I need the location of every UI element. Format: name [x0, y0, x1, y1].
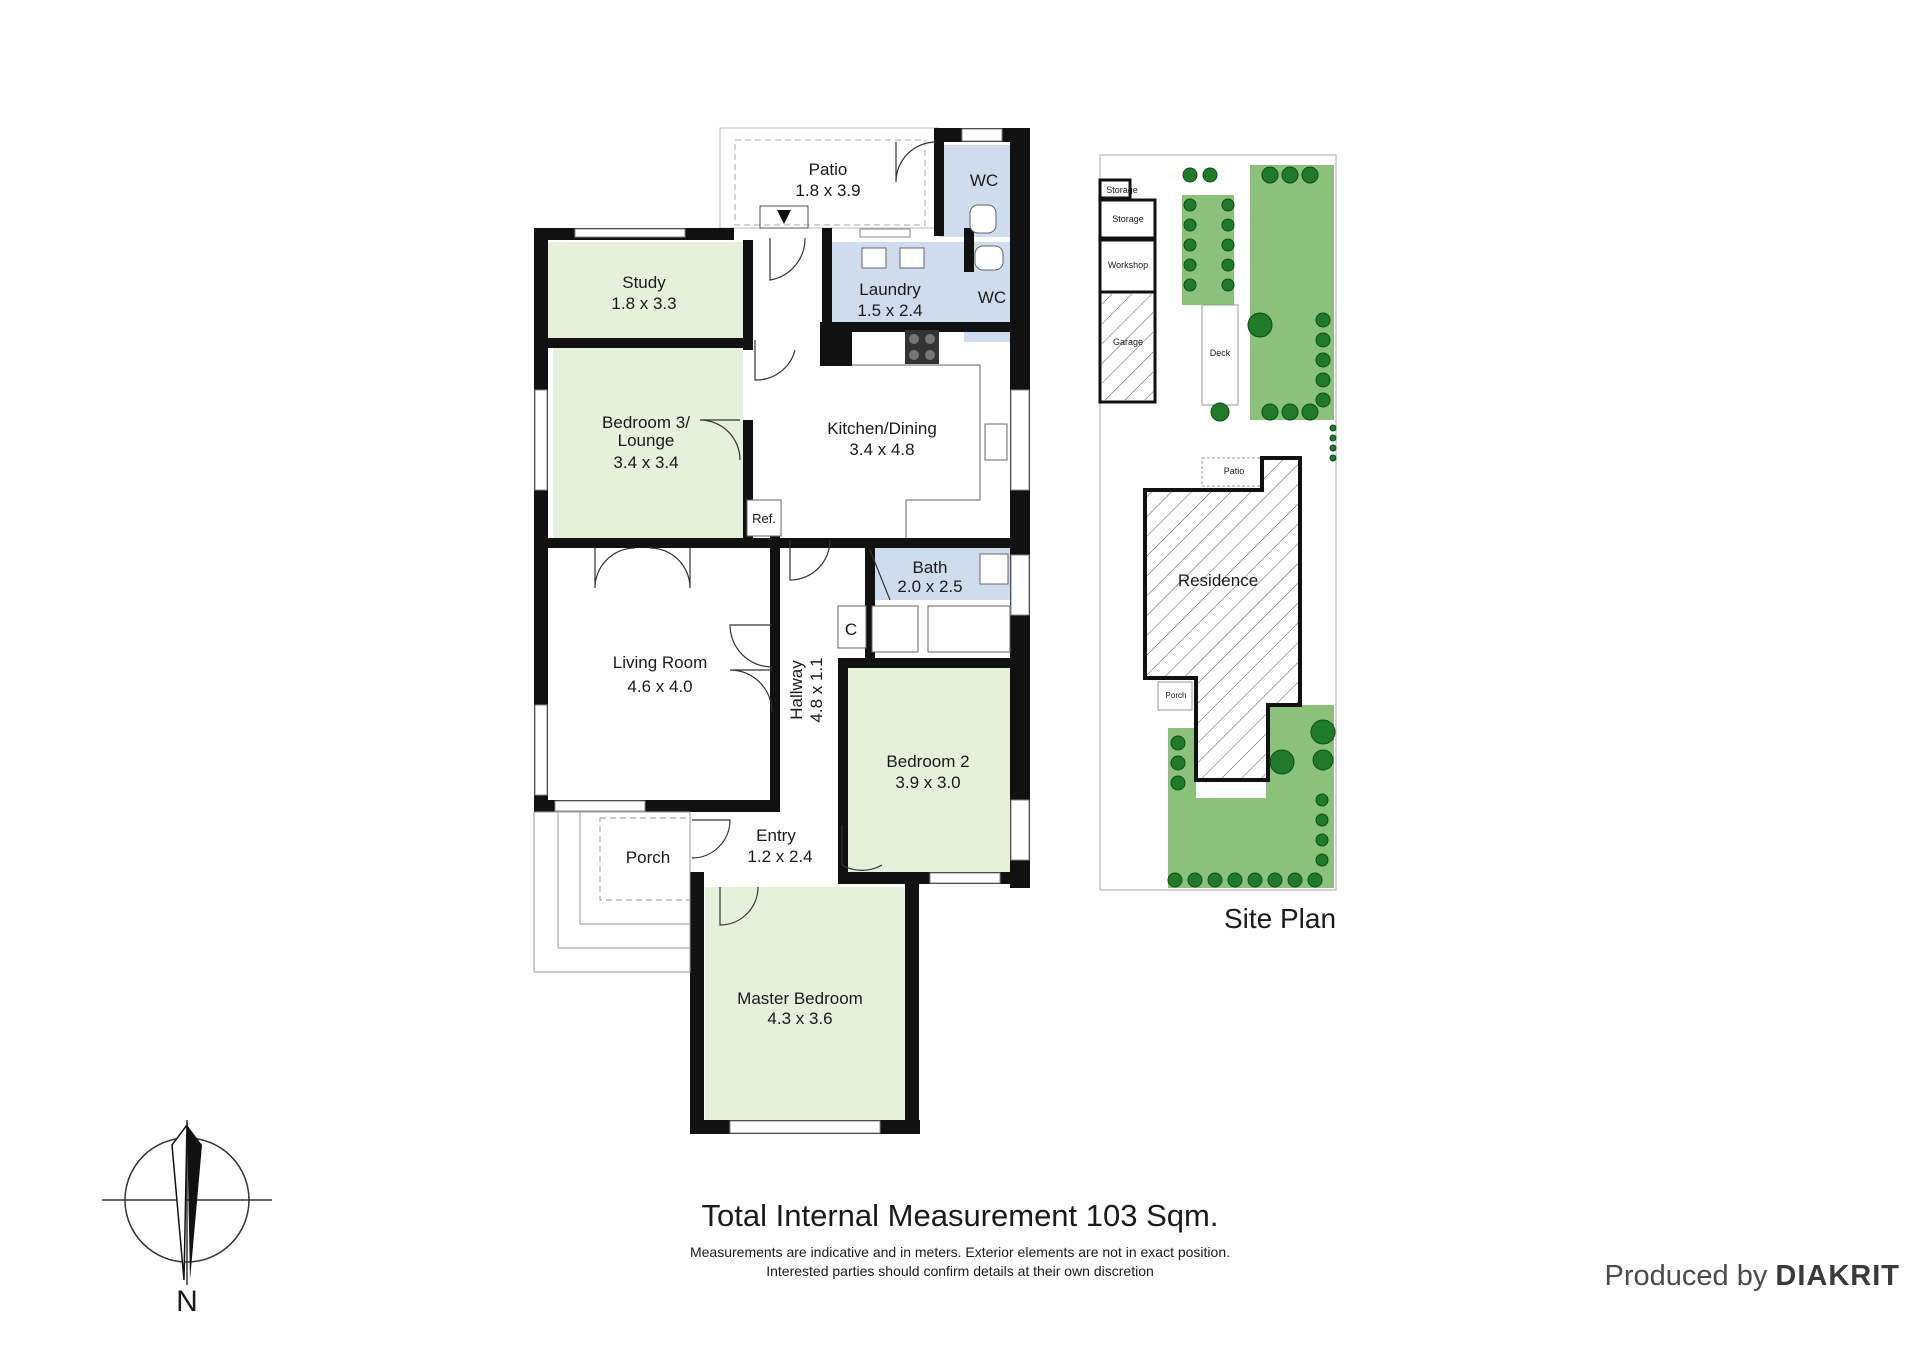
study-size: 1.8 x 3.3: [611, 294, 676, 313]
cupboard-label: C: [845, 620, 857, 639]
patio-size: 1.8 x 3.9: [795, 181, 860, 200]
site-garage-label: Garage: [1113, 337, 1143, 347]
wc2-toilet: [974, 245, 1004, 271]
site-workshop-label: Workshop: [1108, 260, 1148, 270]
bathtub: [927, 605, 1011, 653]
bath-size: 2.0 x 2.5: [897, 577, 962, 596]
laundry-sink-right: [899, 247, 925, 269]
patio-label: Patio: [809, 160, 848, 179]
kitchen-label: Kitchen/Dining: [827, 419, 937, 438]
living-size: 4.6 x 4.0: [627, 677, 692, 696]
cooktop-burners: [909, 334, 935, 360]
bedroom2-label: Bedroom 2: [886, 752, 969, 771]
porch-steps: [533, 811, 691, 973]
total-measurement-title: Total Internal Measurement 103 Sqm.: [701, 1198, 1219, 1233]
patio-step: [759, 205, 809, 229]
patio-dashed-outline: [734, 139, 926, 226]
hallway-size: 4.8 x 1.1: [807, 657, 826, 722]
master-size: 4.3 x 3.6: [767, 1009, 832, 1028]
garage-hatch: [1102, 294, 1153, 400]
main-floor-plan: Patio 1.8 x 3.9 WC Study 1.8 x 3.3 Laund…: [533, 127, 1030, 1134]
site-storage1-label: Storage: [1106, 185, 1138, 195]
bath-label: Bath: [913, 558, 948, 577]
tree-icons: [1167, 166, 1337, 888]
step-arrow-icon: [777, 210, 791, 224]
fridge: [746, 499, 782, 537]
porch-label: Porch: [626, 848, 670, 867]
entry-label: Entry: [756, 826, 796, 845]
master-room: [705, 887, 905, 1125]
kitchen-bench: [852, 364, 981, 538]
bedroom3-size: 3.4 x 3.4: [613, 453, 678, 472]
master-label: Master Bedroom: [737, 989, 863, 1008]
kitchen-size: 3.4 x 4.8: [849, 440, 914, 459]
doors: [594, 141, 937, 926]
entry-size: 1.2 x 2.4: [747, 847, 812, 866]
compass-rose-icon: [102, 1120, 272, 1285]
bath-vanity: [979, 553, 1009, 585]
produced-by-credit: Produced by DIAKRIT: [1605, 1260, 1901, 1293]
produced-by-prefix: Produced by: [1604, 1260, 1776, 1292]
laundry-label: Laundry: [859, 280, 921, 299]
site-porch-label: Porch: [1166, 691, 1187, 700]
kitchen-sink: [984, 423, 1008, 461]
site-porch: [1157, 681, 1193, 711]
cupboard: [837, 605, 867, 649]
laundry-sink-left: [861, 247, 887, 269]
laundry-room: [826, 242, 964, 322]
bedroom2-room: [843, 662, 1013, 872]
windows: [534, 128, 1030, 1134]
residence-outline: [1143, 456, 1302, 782]
site-patio-label: Patio: [1224, 466, 1245, 476]
north-label: N: [176, 1285, 198, 1318]
wc2-label: WC: [978, 288, 1006, 307]
disclaimer-line-2: Interested parties should confirm detail…: [766, 1263, 1154, 1279]
patio-area: [719, 127, 939, 229]
site-deck-label: Deck: [1210, 348, 1231, 358]
hallway-label: Hallway: [787, 660, 806, 720]
laundry-size: 1.5 x 2.4: [857, 301, 922, 320]
living-label: Living Room: [613, 653, 708, 672]
bedroom3-label-line1: Bedroom 3/: [602, 413, 690, 432]
site-storage2-label: Storage: [1112, 214, 1144, 224]
wc1-toilet: [969, 204, 997, 234]
ref-label: Ref.: [752, 511, 776, 526]
site-residence-label: Residence: [1178, 571, 1258, 590]
shower: [871, 605, 919, 653]
diakrit-logo: DIAKRIT: [1775, 1260, 1900, 1292]
walls: [534, 128, 1030, 1134]
disclaimer-line-1: Measurements are indicative and in meter…: [689, 1244, 1231, 1260]
outbuildings: [1098, 178, 1157, 404]
study-room: [548, 242, 746, 342]
site-plan-title: Site Plan: [1223, 903, 1337, 934]
bedroom3-label-line2: Lounge: [618, 431, 675, 450]
study-label: Study: [622, 273, 666, 292]
bedroom2-size: 3.9 x 3.0: [895, 773, 960, 792]
site-patio: [1201, 457, 1263, 487]
bedroom3-room: [553, 348, 743, 538]
cooktop: [905, 330, 939, 364]
site-plan: Storage Storage Workshop Garage Deck Pat…: [1098, 154, 1337, 891]
wc1-label: WC: [970, 171, 998, 190]
